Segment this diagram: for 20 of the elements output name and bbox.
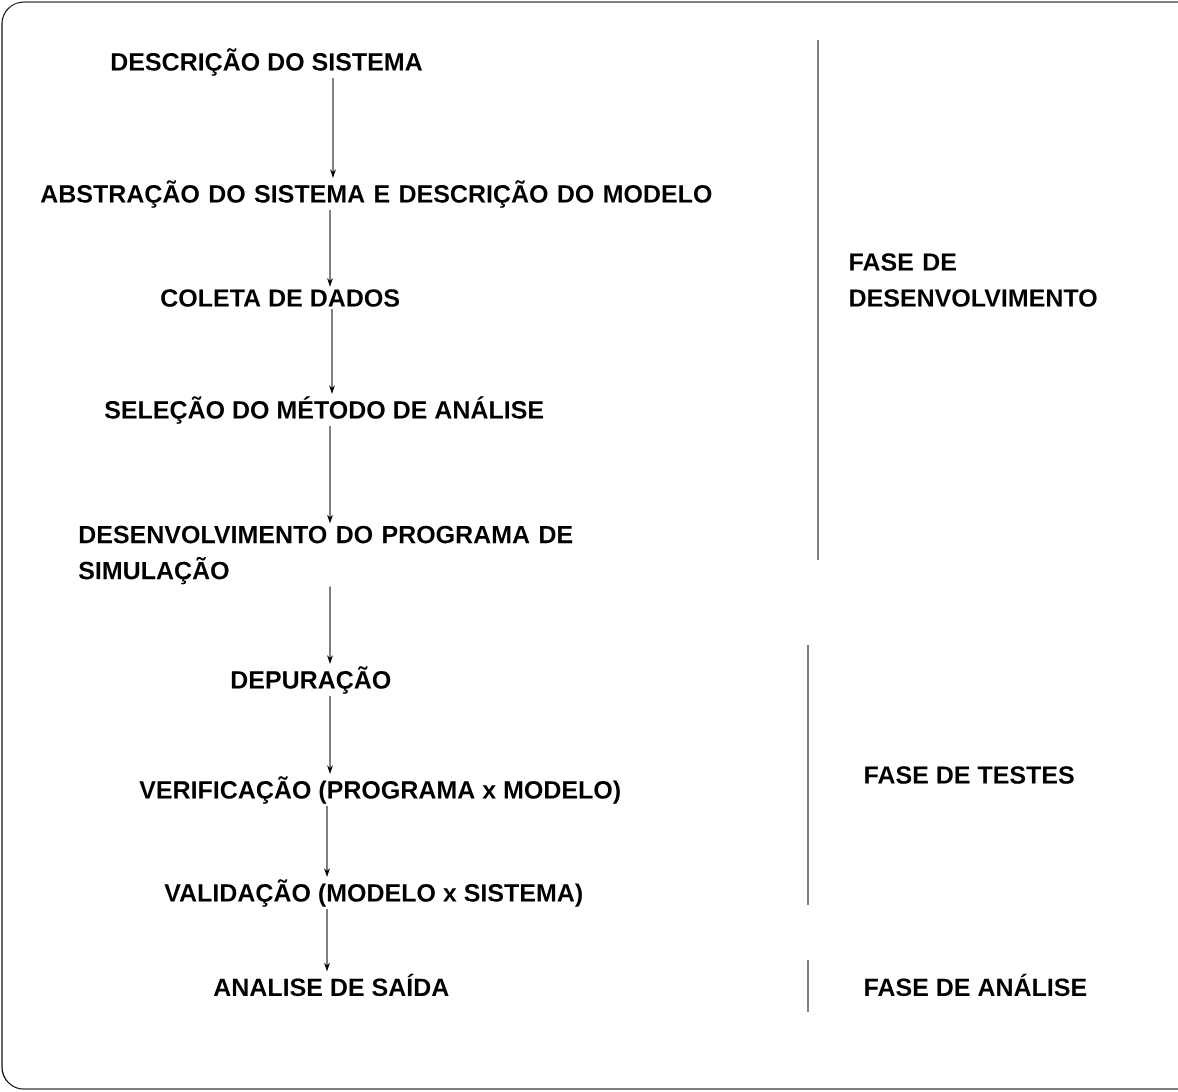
step-text: DEPURAÇÃO (231, 666, 391, 694)
step-text: DESCRIÇÃO DO SISTEMA (111, 48, 423, 76)
step-text: SELEÇÃO DO MÉTODO DE ANÁLISE (104, 396, 544, 424)
arrow (327, 425, 333, 523)
arrow (327, 209, 333, 286)
arrow (324, 805, 330, 876)
arrow (327, 586, 333, 663)
arrow (330, 77, 336, 177)
step-text: VERIFICAÇÃO (PROGRAMA x MODELO) (139, 776, 620, 804)
step-text: COLETA DE DADOS (161, 289, 400, 307)
phase-label: FASE DE TESTES (865, 766, 1074, 784)
arrow (327, 695, 333, 773)
step-text: ABSTRAÇÃO DO SISTEMA E DESCRIÇÃO DO MODELO (40, 180, 712, 208)
phase-label: FASE DE DESENVOLVIMENTO (850, 253, 1097, 307)
step-text: VALIDAÇÃO (MODELO x SISTEMA) (164, 879, 582, 907)
step-text: ANALISE DE SAÍDA (213, 973, 449, 997)
arrow (329, 308, 335, 393)
phase-label: FASE DE ANÁLISE (865, 973, 1087, 997)
arrow (324, 908, 330, 971)
step-text: DESENVOLVIMENTO DO PROGRAMA DE SIMULAÇÃO (78, 525, 573, 585)
